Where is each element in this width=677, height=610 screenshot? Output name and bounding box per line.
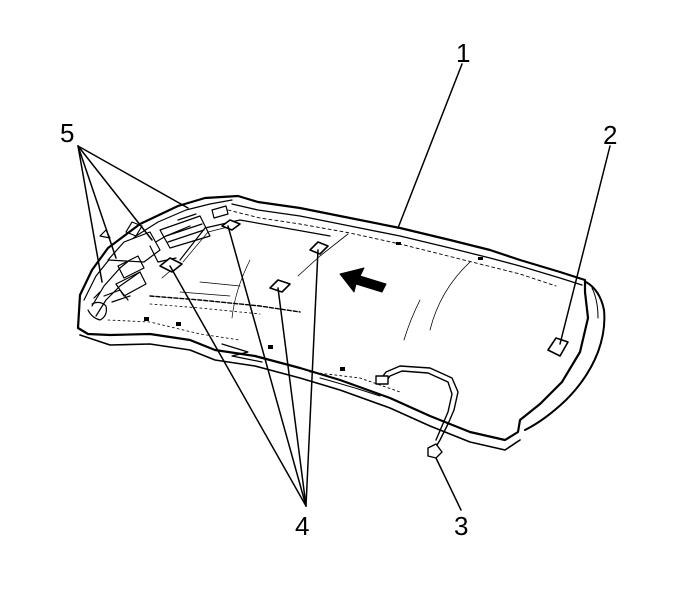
leader-line-3 <box>435 457 462 511</box>
retainer-pads <box>159 219 329 293</box>
harness-connector <box>427 443 443 459</box>
arrow-left-up-icon <box>339 267 387 293</box>
wire-harness <box>375 365 459 459</box>
leader-line-5a <box>77 145 189 209</box>
leader-line-4d <box>305 249 319 507</box>
headliner-panel <box>76 194 606 451</box>
leader-line-5c <box>77 145 117 259</box>
right-retainer-pad <box>547 337 569 357</box>
callout-5: 5 <box>60 118 75 148</box>
callout-3: 3 <box>454 511 469 541</box>
retainer-pad-a <box>159 257 183 273</box>
leader-lines <box>77 63 611 511</box>
leader-line-1 <box>397 63 463 229</box>
leader-line-5d <box>77 145 103 283</box>
retainer-pad-d <box>309 241 329 255</box>
callout-2: 2 <box>603 120 618 150</box>
leader-line-5b <box>77 145 153 241</box>
callout-1: 1 <box>456 38 471 68</box>
callout-4: 4 <box>295 511 310 541</box>
leader-line-4c <box>277 287 307 507</box>
leader-line-4b <box>227 225 307 507</box>
leader-line-2 <box>559 145 611 345</box>
leader-line-4a <box>169 265 307 507</box>
